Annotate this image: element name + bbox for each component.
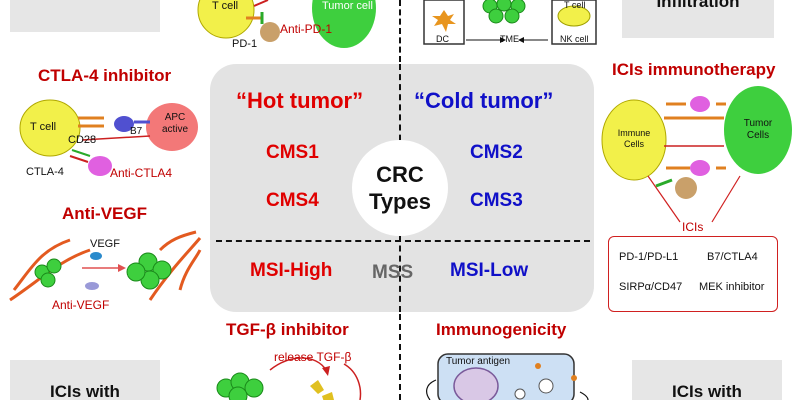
icis-list-box: PD-1/PD-L1 B7/CTLA4 SIRPα/CD47 MEK inhib… — [608, 236, 778, 312]
ici-item-sirpa: SIRPα/CD47 — [619, 281, 683, 293]
pd1-ligand — [260, 22, 280, 42]
tumor-antigen-label: Tumor antigen — [446, 356, 511, 367]
apc-cell — [146, 103, 198, 151]
pd1-label: PD-1 — [232, 38, 258, 50]
types-label: Types — [369, 189, 431, 214]
ici-item-pd1: PD-1/PD-L1 — [619, 251, 679, 263]
icis-box-label: ICIs — [682, 220, 704, 234]
t-cell-ctla4 — [19, 99, 81, 157]
apc-label: APC active — [161, 112, 189, 135]
tgfb-molecule — [310, 380, 334, 400]
tumor-cell-top — [312, 0, 376, 48]
vegf-label: VEGF — [90, 238, 120, 250]
axis-top — [399, 0, 401, 62]
top-right-box-label: Infiltration — [656, 0, 740, 11]
crc-types-circle: CRC Types — [352, 140, 448, 236]
icis-title: ICIs immunotherapy — [612, 60, 776, 79]
tme-label: TME — [500, 34, 519, 44]
anti-ctla4-label: Anti-CTLA4 — [110, 166, 173, 180]
release-tgfb-label: release TGF-β — [274, 350, 352, 364]
cd28-label: CD28 — [68, 134, 97, 146]
tgfb-title: TGF-β inhibitor — [226, 320, 349, 339]
cms3-label: CMS3 — [470, 190, 523, 211]
bottom-right-box: ICIs with — [632, 360, 782, 401]
t-cell-top — [197, 0, 255, 39]
top-left-box — [10, 0, 160, 32]
msi-high-label: MSI-High — [250, 260, 333, 281]
cms2-label: CMS2 — [470, 142, 523, 163]
mss-label: MSS — [372, 262, 414, 283]
anti-vegf-label: Anti-VEGF — [52, 298, 110, 312]
hot-tumor-label: “Hot tumor” — [236, 88, 364, 113]
cold-tumor-label: “Cold tumor” — [414, 88, 554, 113]
cms1-label: CMS1 — [266, 142, 319, 163]
nk-cell-label: NK cell — [560, 34, 589, 44]
cms4-label: CMS4 — [266, 190, 319, 211]
crc-label: CRC — [376, 162, 424, 187]
msi-low-label: MSI-Low — [450, 260, 529, 281]
tgfb-tumor — [216, 372, 264, 400]
vegf-tumor-left — [34, 258, 62, 288]
immunogenicity-title: Immunogenicity — [436, 320, 567, 339]
vegf-tumor-right — [126, 252, 172, 290]
top-right-box: Infiltration — [622, 0, 774, 38]
tme-cluster — [482, 0, 526, 24]
t-cell-right-label: T cell — [564, 0, 586, 10]
anti-pd1-label: Anti-PD-1 — [280, 22, 333, 36]
center-divider — [216, 240, 590, 242]
bottom-left-box: ICIs with — [10, 360, 160, 401]
vegf-vessels — [9, 230, 202, 302]
bottom-right-box-label: ICIs with — [672, 382, 742, 401]
dc-label: DC — [436, 34, 449, 44]
tumor-cells — [724, 86, 792, 174]
immune-cells-label: Immune Cells — [617, 128, 651, 149]
b7-label: B7 — [130, 126, 143, 137]
axis-bottom — [399, 314, 401, 400]
bottom-left-box-label: ICIs with — [50, 382, 120, 401]
tumor-cells-label: Tumor Cells — [743, 118, 773, 141]
ctla4-title: CTLA-4 inhibitor — [38, 66, 172, 85]
ici-item-b7: B7/CTLA4 — [707, 251, 758, 263]
tumor-cell-top-label: Tumor cell — [322, 0, 373, 12]
ici-item-mek: MEK inhibitor — [699, 281, 765, 293]
vegf-title: Anti-VEGF — [62, 204, 147, 223]
immune-cells — [601, 99, 667, 181]
t-cell-top-label: T cell — [212, 0, 239, 12]
ctla4-label: CTLA-4 — [26, 166, 64, 178]
ctla4-t-cell-label: T cell — [30, 121, 57, 133]
